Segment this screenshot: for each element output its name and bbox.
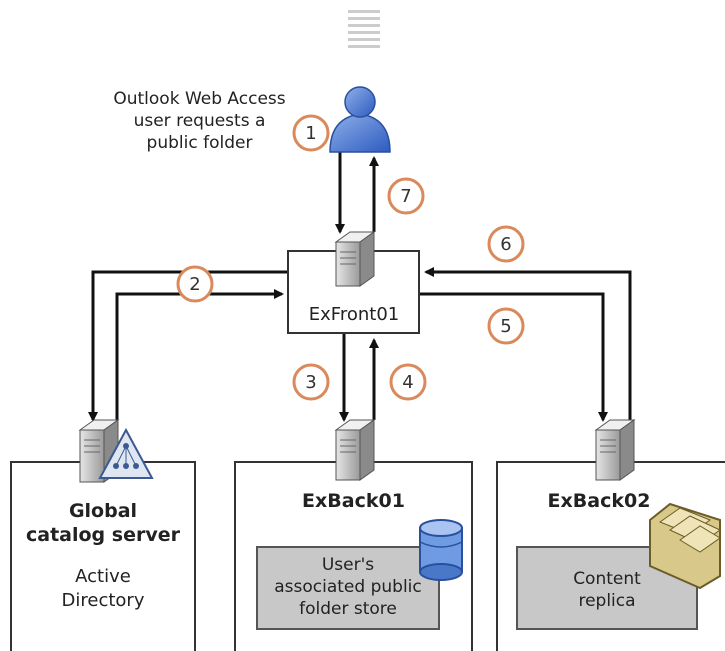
step-3: 3 <box>292 363 330 401</box>
exback02-title: ExBack02 <box>547 490 651 512</box>
global-catalog-box <box>10 461 196 651</box>
step-1-label: 1 <box>305 123 316 144</box>
step-7: 7 <box>387 177 425 215</box>
document-icon <box>348 10 380 48</box>
global-catalog-server-icon <box>78 419 154 483</box>
folders-icon <box>649 502 721 590</box>
database-icon <box>419 519 463 581</box>
user-caption: Outlook Web Access user requests a publi… <box>113 89 286 154</box>
global-catalog-title: Global catalog server <box>26 500 180 546</box>
arrow-back02-to-front <box>424 267 632 420</box>
exfront01-label: ExFront01 <box>308 304 400 325</box>
step-5-label: 5 <box>500 316 511 337</box>
step-2: 2 <box>176 265 214 303</box>
step-3-label: 3 <box>305 372 316 393</box>
step-4: 4 <box>389 363 427 401</box>
arrow-front-to-back02 <box>420 292 608 422</box>
exback01-title: ExBack01 <box>302 490 405 512</box>
step-5: 5 <box>487 307 525 345</box>
step-6: 6 <box>487 225 525 263</box>
exback01-server-icon <box>334 419 376 481</box>
step-4-label: 4 <box>402 372 413 393</box>
exfront01-server-icon <box>334 231 376 287</box>
step-6-label: 6 <box>500 234 511 255</box>
step-2-label: 2 <box>189 274 200 295</box>
user-public-folder-store: User's associated public folder store <box>256 546 440 630</box>
arrow-front-to-gc <box>88 270 287 422</box>
user-icon <box>329 86 391 153</box>
step-7-label: 7 <box>400 186 411 207</box>
active-directory-label: Active Directory <box>61 566 145 612</box>
arrow-gc-to-front <box>115 289 284 420</box>
exback02-server-icon <box>594 419 636 481</box>
step-1: 1 <box>292 114 330 152</box>
